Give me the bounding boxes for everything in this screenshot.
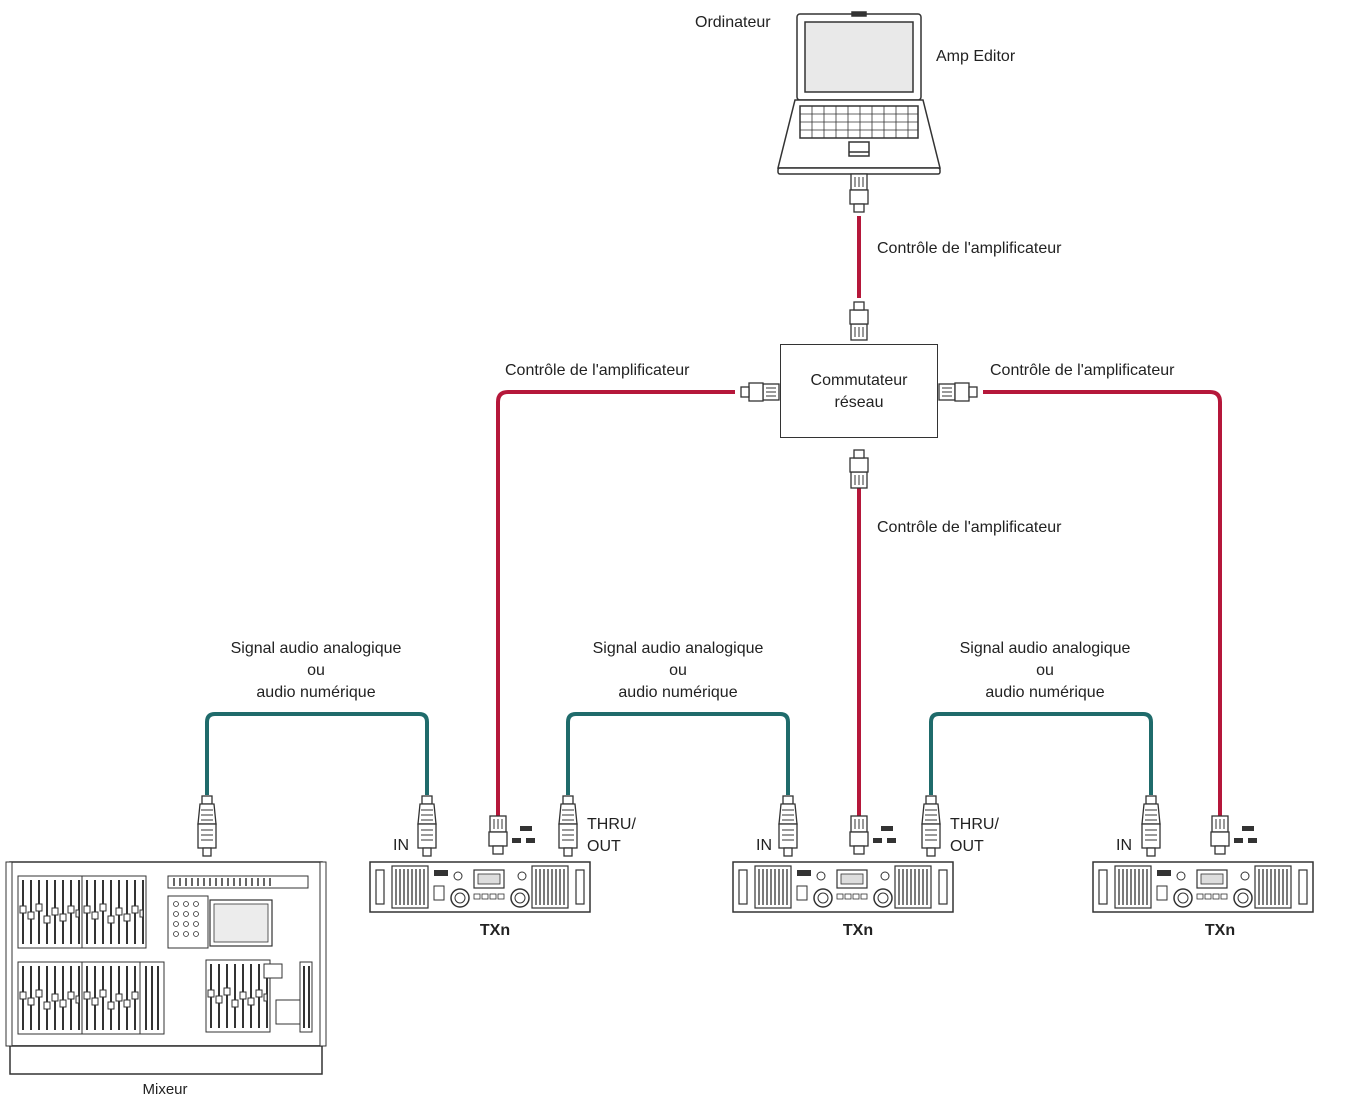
audio-label-line: ou — [1036, 662, 1054, 679]
xlr-plug-icon — [778, 795, 798, 857]
amp3-in-label: IN — [1116, 837, 1132, 854]
cable-mixer-to-amp1 — [205, 712, 429, 795]
audio-label-line: ou — [669, 662, 687, 679]
cable-amp2-to-amp3 — [929, 712, 1153, 795]
ethernet-plug-icon — [488, 815, 508, 855]
xlr-plug-icon — [197, 795, 217, 857]
network-port-icon — [512, 826, 1257, 843]
ethernet-plug-icon — [849, 449, 869, 489]
control-label-pc: Contrôle de l'amplificateur — [877, 240, 1062, 257]
amp1-name: TXn — [479, 922, 511, 939]
software-label: Amp Editor — [936, 48, 1016, 65]
amplifier-txn-2 — [732, 861, 954, 913]
network-switch-label: Commutateur réseau — [811, 370, 908, 414]
switch-label-line2: réseau — [834, 394, 884, 411]
audio-label-line: audio numérique — [256, 684, 376, 701]
cable-switch-to-amp3 — [983, 390, 1222, 820]
mixer-label: Mixeur — [142, 1081, 188, 1098]
amplifier-txn-3 — [1092, 861, 1314, 913]
network-switch — [780, 344, 938, 438]
audio-label-line: ou — [307, 662, 325, 679]
xlr-plug-icon — [1141, 795, 1161, 857]
audio-label-line: Signal audio analogique — [230, 640, 402, 657]
switch-label-line1: Commutateur — [810, 372, 908, 389]
audio-label-line: Signal audio analogique — [592, 640, 764, 657]
audio-label-3: Signal audio analogique ou audio numériq… — [960, 638, 1131, 704]
amp1-in-label: IN — [393, 837, 409, 854]
amp2-thru-label: THRU/ OUT — [950, 814, 999, 858]
thru-label-line: OUT — [587, 838, 621, 855]
thru-label-line: THRU/ — [587, 816, 636, 833]
audio-label-1: Signal audio analogique ou audio numériq… — [231, 638, 402, 704]
ethernet-plug-icon — [938, 382, 978, 402]
ethernet-plug-icon — [849, 301, 869, 341]
control-label-right: Contrôle de l'amplificateur — [990, 362, 1175, 379]
audio-label-line: Signal audio analogique — [959, 640, 1131, 657]
amp3-name: TXn — [1204, 922, 1236, 939]
ethernet-plug-icon — [849, 815, 869, 855]
control-label-middle: Contrôle de l'amplificateur — [877, 519, 1062, 536]
thru-label-line: THRU/ — [950, 816, 999, 833]
amp2-name: TXn — [842, 922, 874, 939]
control-label-left: Contrôle de l'amplificateur — [505, 362, 690, 379]
xlr-plug-icon — [558, 795, 578, 857]
laptop-icon — [777, 11, 941, 175]
mixer-console-icon — [5, 861, 327, 1075]
ethernet-plug-icon — [740, 382, 780, 402]
audio-label-line: audio numérique — [618, 684, 738, 701]
audio-label-line: audio numérique — [985, 684, 1105, 701]
amp1-thru-label: THRU/ OUT — [587, 814, 636, 858]
audio-cables — [205, 712, 1153, 795]
xlr-plug-icon — [417, 795, 437, 857]
audio-label-2: Signal audio analogique ou audio numériq… — [593, 638, 764, 704]
ethernet-plug-icon — [1210, 815, 1230, 855]
amplifier-txn-1 — [369, 861, 591, 913]
xlr-plug-icon — [921, 795, 941, 857]
computer-label: Ordinateur — [695, 14, 771, 31]
amp2-in-label: IN — [756, 837, 772, 854]
control-cables — [496, 216, 1222, 820]
cable-switch-to-amp1 — [496, 390, 735, 820]
cable-amp1-to-amp2 — [566, 712, 790, 795]
ethernet-plug-icon — [849, 173, 869, 213]
thru-label-line: OUT — [950, 838, 984, 855]
